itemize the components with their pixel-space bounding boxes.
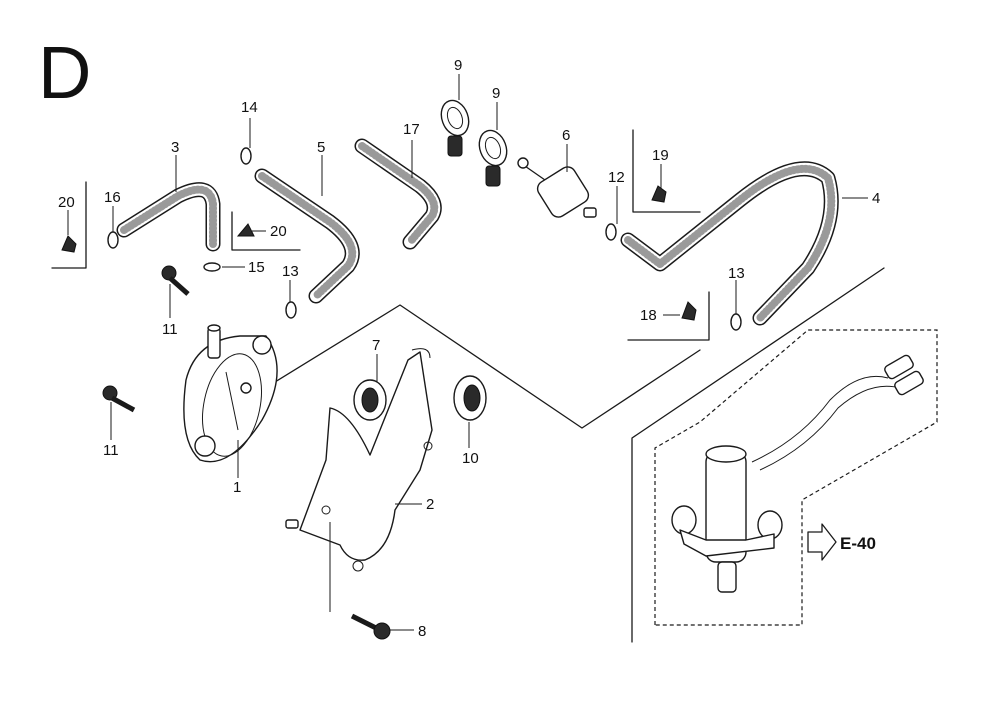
bracket-18 xyxy=(627,291,710,341)
callout-16: 16 xyxy=(104,189,121,206)
callout-8: 8 xyxy=(418,623,426,640)
hose-5 xyxy=(254,168,360,304)
callout-15: 15 xyxy=(248,259,265,276)
callout-2: 2 xyxy=(426,496,434,513)
clip-20a xyxy=(61,235,77,253)
callout-11a: 11 xyxy=(162,321,178,338)
reference-arrow xyxy=(807,523,837,561)
assembly-outline xyxy=(261,304,701,429)
fuel-filter-6 xyxy=(517,157,597,218)
callout-13b: 13 xyxy=(728,265,745,282)
reference-label: E-40 xyxy=(840,534,876,553)
callout-13a: 13 xyxy=(282,263,299,280)
callout-7: 7 xyxy=(372,337,380,354)
clamp-9b xyxy=(478,129,508,187)
callout-11b: 11 xyxy=(103,442,119,459)
callout-3: 3 xyxy=(171,139,179,156)
inset-frame xyxy=(631,267,885,643)
callout-19: 19 xyxy=(652,147,669,164)
callout-20a: 20 xyxy=(58,194,75,211)
callout-12: 12 xyxy=(608,169,625,186)
callout-10: 10 xyxy=(462,450,479,467)
clip-14 xyxy=(240,147,252,165)
clip-19 xyxy=(651,185,667,203)
callout-1: 1 xyxy=(233,479,241,496)
callout-18: 18 xyxy=(640,307,657,324)
clip-15 xyxy=(203,262,221,272)
clip-13a xyxy=(285,301,297,319)
bolt-11b xyxy=(102,385,136,413)
section-letter: D xyxy=(38,31,91,114)
hose-4 xyxy=(620,161,839,326)
callout-17: 17 xyxy=(403,121,420,138)
callout-leaders xyxy=(67,74,868,631)
callout-6: 6 xyxy=(562,127,570,144)
bracket-20b xyxy=(231,211,301,251)
clip-13b xyxy=(730,313,742,331)
hose-3 xyxy=(116,182,221,252)
bolt-8 xyxy=(350,613,391,640)
callout-20b: 20 xyxy=(270,223,287,240)
callout-14: 14 xyxy=(241,99,258,116)
clip-20b xyxy=(236,223,255,237)
grommet-10 xyxy=(453,375,487,421)
inset-dashed-box xyxy=(654,329,938,626)
clip-16 xyxy=(107,231,119,249)
bracket-19 xyxy=(632,129,701,213)
clamp-9a xyxy=(440,99,470,157)
clip-12 xyxy=(605,223,617,241)
clip-18 xyxy=(681,301,697,321)
bracket-2 xyxy=(285,348,433,572)
hose-17 xyxy=(354,138,442,250)
bolt-11a xyxy=(161,265,190,296)
bracket-20a xyxy=(51,181,87,269)
callout-5: 5 xyxy=(317,139,325,156)
callout-9a: 9 xyxy=(454,57,462,74)
fuel-pump-1 xyxy=(183,324,278,463)
callout-4: 4 xyxy=(872,190,880,207)
callout-numbers: 20 16 3 20 14 5 17 9 9 6 19 12 4 15 13 1… xyxy=(58,57,880,640)
electric-fuel-pump xyxy=(671,354,924,593)
grommet-7 xyxy=(353,379,387,421)
callout-9b: 9 xyxy=(492,85,500,102)
